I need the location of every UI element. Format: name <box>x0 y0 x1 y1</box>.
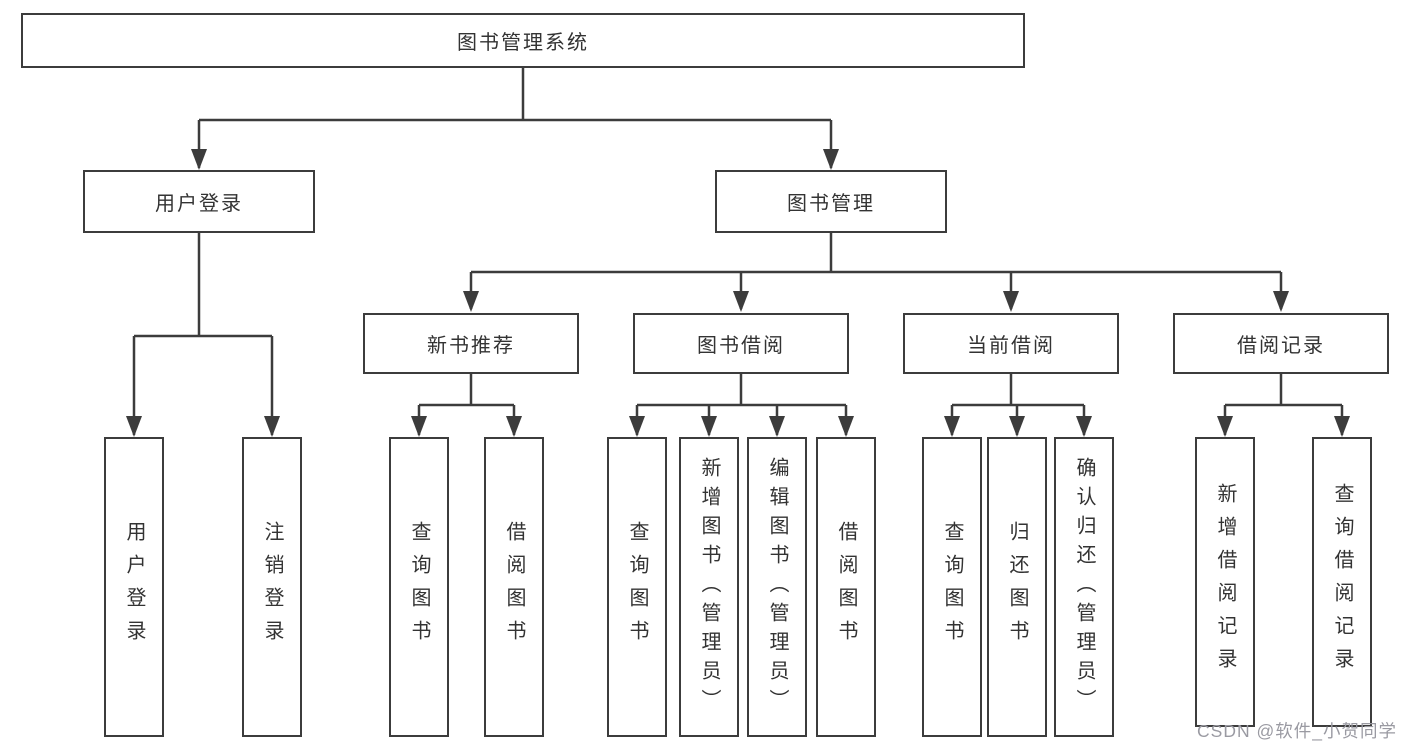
leaf-borrow-query-books: 查询图书 <box>607 437 667 737</box>
connector-book-borrowing-to-leaves <box>635 374 848 435</box>
node-current-borrowing-label: 当前借阅 <box>967 335 1055 357</box>
node-root: 图书管理系统 <box>21 13 1025 68</box>
leaf-current-return-books: 归还图书 <box>987 437 1047 737</box>
leaf-records-query: 查询借阅记录 <box>1312 437 1372 727</box>
leaf-borrow-query-books-label: 查询图书 <box>626 521 648 653</box>
node-current-borrowing: 当前借阅 <box>903 313 1119 374</box>
leaf-records-add: 新增借阅记录 <box>1195 437 1255 727</box>
node-book-management-label: 图书管理 <box>787 193 875 215</box>
node-root-label: 图书管理系统 <box>457 32 589 54</box>
leaf-user-login-label: 用户登录 <box>123 521 145 653</box>
connector-book-mgmt-to-level3 <box>469 233 1283 309</box>
leaf-recommend-query-books: 查询图书 <box>389 437 449 737</box>
leaf-recommend-borrow-books-label: 借阅图书 <box>503 521 525 653</box>
leaf-borrow-borrow-books-label: 借阅图书 <box>835 521 857 653</box>
leaf-logout-label: 注销登录 <box>261 521 283 653</box>
node-borrowing-records-label: 借阅记录 <box>1237 335 1325 357</box>
leaf-logout: 注销登录 <box>242 437 302 737</box>
node-book-borrowing-label: 图书借阅 <box>697 335 785 357</box>
leaf-records-add-label: 新增借阅记录 <box>1214 483 1236 681</box>
leaf-borrow-edit-books: 编辑图书（管理员） <box>747 437 807 737</box>
arrowheads <box>126 149 1350 437</box>
node-user-login-label: 用户登录 <box>155 193 243 215</box>
leaf-borrow-edit-books-label: 编辑图书（管理员） <box>766 456 788 718</box>
leaf-recommend-borrow-books: 借阅图书 <box>484 437 544 737</box>
leaf-current-confirm-return: 确认归还（管理员） <box>1054 437 1114 737</box>
leaf-borrow-add-books: 新增图书（管理员） <box>679 437 739 737</box>
leaf-user-login: 用户登录 <box>104 437 164 737</box>
node-new-book-recommendation: 新书推荐 <box>363 313 579 374</box>
leaf-borrow-borrow-books: 借阅图书 <box>816 437 876 737</box>
leaf-current-query-books-label: 查询图书 <box>941 521 963 653</box>
connector-root-to-level2 <box>197 68 833 168</box>
node-new-book-recommendation-label: 新书推荐 <box>427 335 515 357</box>
leaf-recommend-query-books-label: 查询图书 <box>408 521 430 653</box>
node-book-borrowing: 图书借阅 <box>633 313 849 374</box>
leaf-current-query-books: 查询图书 <box>922 437 982 737</box>
node-borrowing-records: 借阅记录 <box>1173 313 1389 374</box>
connector-records-to-leaves <box>1223 374 1344 435</box>
leaf-current-confirm-return-label: 确认归还（管理员） <box>1073 456 1095 718</box>
leaf-borrow-add-books-label: 新增图书（管理员） <box>698 456 720 718</box>
leaf-current-return-books-label: 归还图书 <box>1006 521 1028 653</box>
csdn-watermark: CSDN @软件_小贺同学 <box>1197 721 1397 741</box>
node-user-login: 用户登录 <box>83 170 315 233</box>
connector-user-login-to-leaves <box>132 233 274 435</box>
leaf-records-query-label: 查询借阅记录 <box>1331 483 1353 681</box>
connector-new-book-to-leaves <box>417 374 516 435</box>
node-book-management: 图书管理 <box>715 170 947 233</box>
